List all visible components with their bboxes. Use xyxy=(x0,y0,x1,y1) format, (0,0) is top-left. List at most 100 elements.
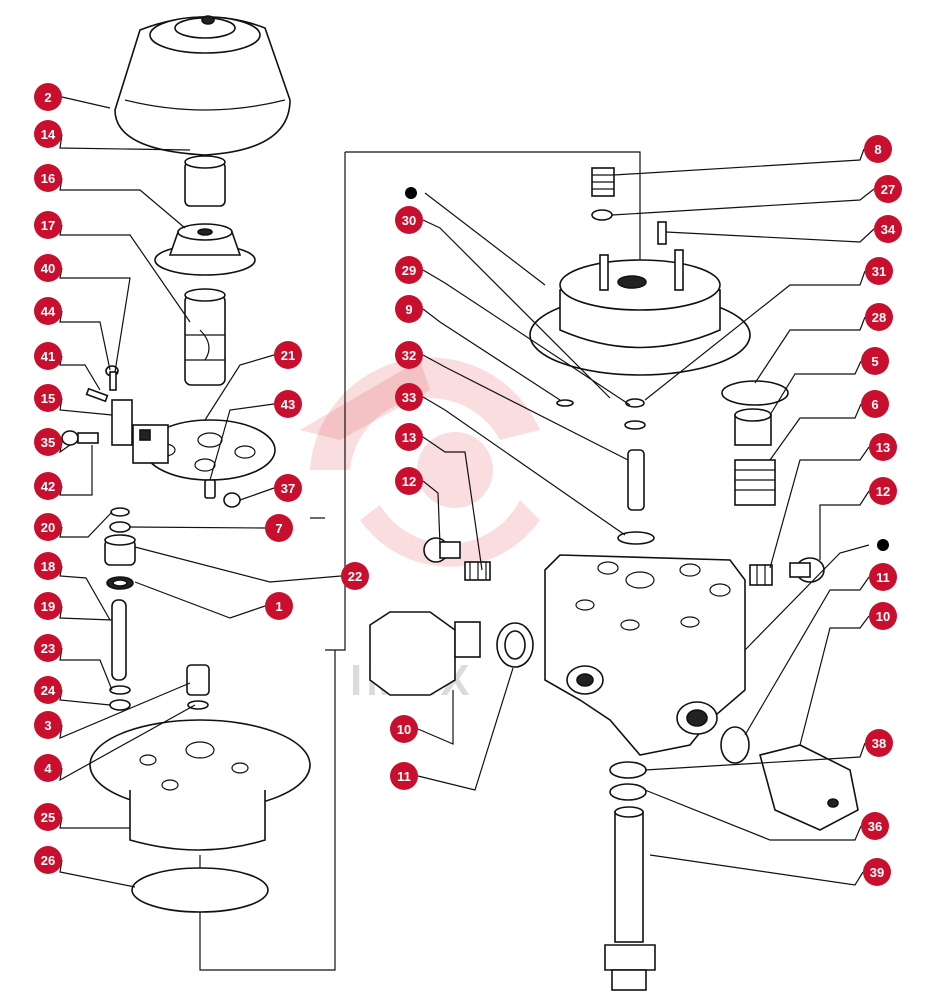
callout-circle xyxy=(395,256,423,284)
part-bolt xyxy=(186,664,210,710)
callout-9: 9 xyxy=(395,295,423,323)
callout-19: 19 xyxy=(34,592,62,620)
part-washers-top xyxy=(109,507,131,533)
callout-label: 22 xyxy=(348,569,362,584)
callout-12: 12 xyxy=(869,477,897,505)
callout-circle xyxy=(869,433,897,461)
callout-1: 1 xyxy=(265,592,293,620)
callout-24: 24 xyxy=(34,676,62,704)
callout-circle xyxy=(34,211,62,239)
callout-44: 44 xyxy=(34,297,62,325)
callout-30: 30 xyxy=(395,206,423,234)
part-small-washers xyxy=(556,398,646,430)
callout-circle xyxy=(395,423,423,451)
part-right-fittings xyxy=(721,380,825,586)
callout-circle xyxy=(390,762,418,790)
callout-22: 22 xyxy=(341,562,369,590)
callout-label: 33 xyxy=(402,390,416,405)
callout-circle xyxy=(874,175,902,203)
callout-label: 1 xyxy=(275,599,282,614)
callout-circle xyxy=(34,297,62,325)
callout-circle xyxy=(864,135,892,163)
callout-26: 26 xyxy=(34,846,62,874)
callout-18: 18 xyxy=(34,552,62,580)
callout-34: 34 xyxy=(874,215,902,243)
callout-circle xyxy=(274,474,302,502)
part-small-screws xyxy=(204,479,241,508)
callout-3: 3 xyxy=(34,711,62,739)
callout-circle xyxy=(390,715,418,743)
callout-circle xyxy=(869,602,897,630)
callout-label: 3 xyxy=(44,718,51,733)
callout-42: 42 xyxy=(34,472,62,500)
callout-31: 31 xyxy=(865,257,893,285)
callout-2: 2 xyxy=(34,83,62,111)
callout-11: 11 xyxy=(869,563,897,591)
callout-11: 11 xyxy=(390,762,418,790)
callout-label: 23 xyxy=(41,641,55,656)
callout-40: 40 xyxy=(34,254,62,282)
callout-circle xyxy=(265,592,293,620)
callout-label: 7 xyxy=(275,521,282,536)
callout-label: 40 xyxy=(41,261,55,276)
callout-circle xyxy=(865,729,893,757)
callout-circle xyxy=(34,754,62,782)
marker-dot-right xyxy=(877,539,889,551)
callout-28: 28 xyxy=(865,303,893,331)
callout-20: 20 xyxy=(34,513,62,541)
callout-label: 6 xyxy=(871,397,878,412)
callout-label: 11 xyxy=(397,769,411,784)
callout-label: 17 xyxy=(41,218,55,233)
callout-label: 39 xyxy=(870,865,884,880)
callout-circle xyxy=(395,467,423,495)
callout-label: 28 xyxy=(872,310,886,325)
part-valve-head xyxy=(104,534,136,590)
callout-6: 6 xyxy=(861,390,889,418)
callout-label: 19 xyxy=(41,599,55,614)
callout-label: 34 xyxy=(881,222,896,237)
callout-33: 33 xyxy=(395,383,423,411)
callout-13: 13 xyxy=(395,423,423,451)
callout-circle xyxy=(34,803,62,831)
part-spring-top xyxy=(591,167,667,245)
callout-circle xyxy=(861,390,889,418)
part-o-ring xyxy=(131,867,269,913)
part-cover-cap xyxy=(114,15,291,156)
callout-4: 4 xyxy=(34,754,62,782)
callout-circle xyxy=(34,342,62,370)
callout-10: 10 xyxy=(390,715,418,743)
callout-circle xyxy=(34,513,62,541)
callout-circle xyxy=(274,341,302,369)
callout-label: 4 xyxy=(44,761,52,776)
callout-14: 14 xyxy=(34,120,62,148)
callout-label: 9 xyxy=(405,302,412,317)
callout-13: 13 xyxy=(869,433,897,461)
callout-label: 20 xyxy=(41,520,55,535)
callout-label: 41 xyxy=(41,349,55,364)
callout-label: 26 xyxy=(41,853,55,868)
assembly-frame xyxy=(199,151,641,971)
callout-label: 13 xyxy=(402,430,416,445)
part-pin xyxy=(109,599,131,711)
callout-circle xyxy=(869,563,897,591)
callout-17: 17 xyxy=(34,211,62,239)
part-screw-35 xyxy=(61,430,99,446)
callout-label: 2 xyxy=(44,90,51,105)
callout-label: 15 xyxy=(41,391,55,406)
callout-circle xyxy=(34,846,62,874)
callout-circle xyxy=(34,676,62,704)
callout-label: 32 xyxy=(402,348,416,363)
callout-label: 12 xyxy=(402,474,416,489)
callout-circle xyxy=(265,514,293,542)
callout-circle xyxy=(395,295,423,323)
callout-label: 29 xyxy=(402,263,416,278)
callout-label: 38 xyxy=(872,736,886,751)
part-flange-piece xyxy=(154,223,256,276)
callout-circle xyxy=(395,383,423,411)
callout-label: 10 xyxy=(876,609,890,624)
callout-circle xyxy=(869,477,897,505)
callout-label: 43 xyxy=(281,397,295,412)
callout-circle xyxy=(34,120,62,148)
callout-circle xyxy=(34,592,62,620)
callout-circle xyxy=(861,347,889,375)
